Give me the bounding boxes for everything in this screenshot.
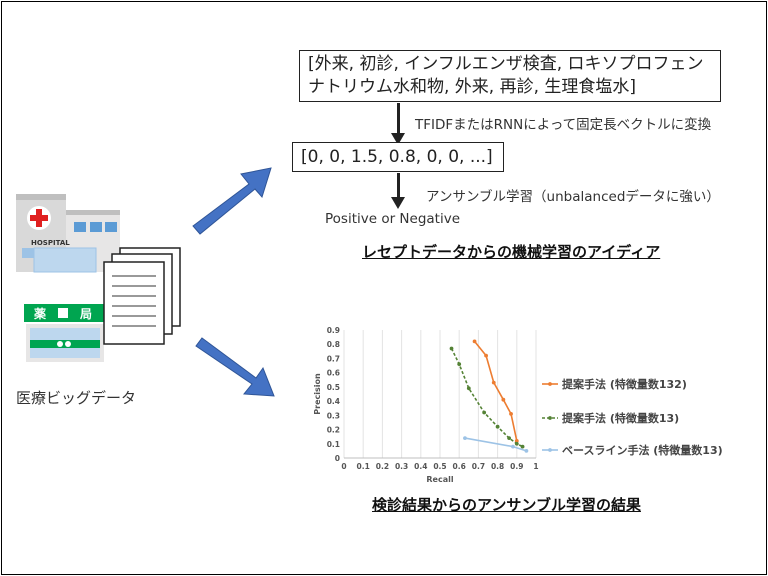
precision-recall-chart: 0 0.1 0.2 0.3 0.4 0.5 0.6 0.7 0.8 0.9 1 0 0.1 0.2 0.3 0… [313, 326, 723, 484]
x-axis-title: Recall [426, 475, 453, 484]
data-point [463, 436, 467, 440]
ensemble-note: アンサンブル学習（unbalancedデータに強い） [426, 189, 720, 205]
down-arrow-ensemble [391, 173, 405, 209]
x-tick-label: 0.6 [453, 462, 466, 471]
y-tick-label: 0.7 [327, 354, 340, 363]
x-tick-label: 0.8 [491, 462, 504, 471]
vector-box: [0, 0, 1.5, 0.8, 0, 0, ...] [292, 142, 504, 172]
chart-series [449, 339, 529, 453]
input-record-text: [外来, 初診, インフルエンザ検査, ロキソプロフェンナトリウム水和物, 外来… [308, 54, 704, 97]
x-tick-label: 0.3 [395, 462, 408, 471]
chart-legend: 提案手法 (特徴量数132) 提案手法 (特徴量数13) ベースライン手法 (特徴量… [542, 377, 723, 457]
y-tick-label: 0.2 [327, 426, 340, 435]
series-line [473, 340, 518, 442]
hospital-sign: HOSPITAL [31, 239, 70, 247]
x-tick-label: 0 [341, 462, 346, 471]
vectorize-note: TFIDFまたはRNNによって固定長ベクトルに変換 [415, 117, 712, 133]
data-point [472, 339, 477, 344]
y-tick-label: 0.8 [327, 340, 340, 349]
y-axis-title: Precision [313, 373, 322, 415]
lower-right-arrow-icon [195, 337, 275, 397]
chart-axes: 0 0.1 0.2 0.3 0.4 0.5 0.6 0.7 0.8 0.9 1 0 0.1 0.2 0.3 0… [313, 326, 539, 484]
x-tick-label: 0.9 [510, 462, 523, 471]
data-point [457, 362, 462, 367]
x-tick-label: 0.2 [376, 462, 389, 471]
chart-grid [343, 330, 537, 458]
data-point [501, 397, 506, 402]
series-line [450, 348, 523, 448]
result-heading: 検診結果からのアンサンブル学習の結果 [372, 496, 641, 514]
vector-text: [0, 0, 1.5, 0.8, 0, 0, ...] [301, 147, 493, 167]
data-point [509, 412, 513, 416]
legend-label: 提案手法 (特徴量数132) [562, 377, 687, 391]
x-tick-label: 1 [533, 462, 538, 471]
down-arrow-vectorize [391, 103, 405, 145]
pharmacy-icon: 薬 局 [24, 304, 106, 362]
output-label: Positive or Negative [325, 211, 461, 227]
y-tick-label: 0.4 [327, 397, 340, 406]
x-tick-label: 0.4 [414, 462, 427, 471]
upper-right-arrow-icon [192, 167, 272, 235]
data-point [482, 410, 487, 415]
data-point [491, 380, 496, 385]
big-data-label: 医療ビッグデータ [16, 389, 137, 407]
pharmacy-sign-left: 薬 [34, 306, 46, 321]
legend-marker [548, 382, 552, 386]
data-point [495, 424, 500, 429]
data-point [507, 436, 512, 440]
data-point [514, 441, 519, 446]
y-tick-label: 0.1 [327, 440, 340, 449]
x-tick-label: 0.1 [357, 462, 370, 471]
legend-marker [548, 448, 552, 452]
data-point [524, 448, 529, 453]
x-tick-label: 0.7 [472, 462, 485, 471]
data-point [484, 353, 488, 358]
x-tick-label: 0.5 [433, 462, 446, 471]
y-tick-label: 0.6 [327, 369, 340, 378]
pharmacy-sign-right: 局 [80, 307, 92, 321]
document-stack-icon [103, 247, 181, 345]
idea-heading: レセプトデータからの機械学習のアイディア [362, 243, 661, 261]
data-point [466, 386, 471, 391]
data-point [511, 444, 515, 449]
legend-label: 提案手法 (特徴量数13) [562, 411, 679, 425]
y-tick-label: 0.5 [327, 383, 340, 392]
legend-marker [548, 416, 552, 420]
legend-label: ベースライン手法 (特徴量数13) [562, 443, 723, 457]
input-record-box: [外来, 初診, インフルエンザ検査, ロキソプロフェンナトリウム水和物, 外来… [299, 50, 721, 102]
data-point [520, 444, 525, 449]
data-point [514, 439, 519, 443]
data-point [449, 346, 454, 351]
y-tick-label: 0.9 [327, 326, 340, 335]
y-tick-label: 0 [335, 454, 340, 463]
y-tick-label: 0.3 [327, 411, 340, 420]
hospital-icon: HOSPITAL [16, 194, 120, 273]
